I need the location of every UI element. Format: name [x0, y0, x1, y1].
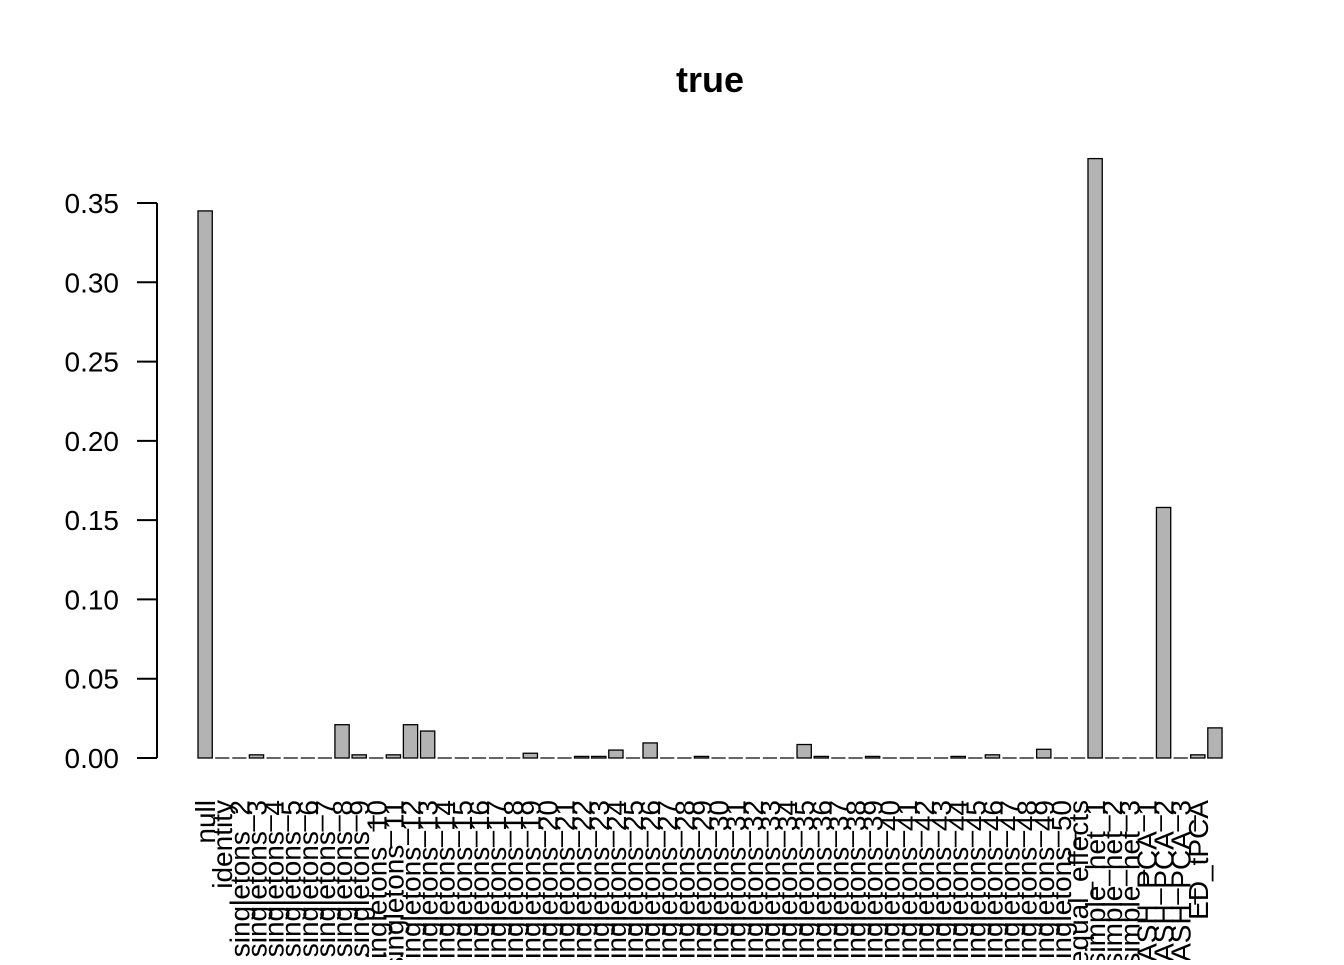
- x-category-label: singletons_3: [241, 800, 272, 957]
- x-category-label: singletons_7: [310, 800, 341, 957]
- x-category-label: singletons_4: [259, 800, 290, 957]
- x-category-label: singletons_35: [789, 800, 820, 960]
- x-category-label: singletons_23: [584, 800, 615, 960]
- y-tick-label: 0.30: [65, 267, 120, 298]
- x-category-label: singletons_42: [909, 800, 940, 960]
- x-category-label: singletons_18: [498, 800, 529, 960]
- category-labels: nullidentitysingletons_2singletons_3sing…: [190, 800, 1214, 965]
- x-category-label: singletons_15: [447, 800, 478, 960]
- bar: [950, 755, 966, 759]
- x-category-label: singletons_36: [806, 800, 837, 960]
- bar: [608, 749, 624, 759]
- x-category-label: singletons_31: [721, 800, 752, 960]
- x-category-label: singletons_43: [926, 800, 957, 960]
- y-tick-label: 0.20: [65, 426, 120, 457]
- x-category-label: singletons_40: [875, 800, 906, 960]
- bar: [334, 724, 350, 759]
- x-category-label: FLASH_PCA_2: [1149, 800, 1180, 960]
- x-category-label: FLASH_PCA_1: [1131, 800, 1162, 960]
- x-category-label: singletons_14: [430, 800, 461, 960]
- bar: [590, 755, 607, 759]
- x-category-label: singletons_17: [481, 800, 512, 960]
- x-category-label: singletons_44: [943, 800, 974, 960]
- bar: [197, 210, 213, 759]
- x-category-label: null: [190, 800, 221, 844]
- bars-group: [197, 157, 1223, 759]
- x-category-label: singletons_6: [293, 800, 324, 957]
- bar: [796, 743, 812, 759]
- x-category-label: singletons_13: [413, 800, 444, 960]
- bar: [1190, 754, 1206, 759]
- bar: [573, 755, 590, 759]
- x-category-label: singletons_28: [669, 800, 700, 960]
- y-axis: 0.00 0.05 0.10 0.15 0.20 0.25 0.30 0.35: [65, 188, 158, 774]
- x-category-label: simple_het_3: [1114, 800, 1145, 960]
- x-category-label: singletons_22: [567, 800, 598, 960]
- y-tick-label: 0.35: [65, 188, 120, 219]
- bar: [385, 754, 402, 759]
- bar: [248, 754, 265, 759]
- chart-title: true: [676, 59, 744, 100]
- x-category-label: singletons_39: [858, 800, 889, 960]
- x-category-label: simple_het_1: [1080, 800, 1111, 960]
- x-category-label: FLASH_PCA_3: [1166, 800, 1197, 960]
- x-category-label: equal_effects: [1063, 800, 1094, 960]
- x-category-label: singletons_2: [224, 800, 255, 957]
- x-category-label: singletons_30: [704, 800, 735, 960]
- bar: [522, 752, 539, 759]
- bar: [1155, 506, 1172, 759]
- x-category-label: singletons_45: [960, 800, 991, 960]
- bar: [1087, 157, 1103, 759]
- x-category-label: singletons_20: [532, 800, 563, 960]
- x-category-label: singletons_16: [464, 800, 495, 960]
- x-category-label: singletons_5: [276, 800, 307, 957]
- x-category-label: singletons_34: [772, 800, 803, 960]
- bar: [984, 754, 1001, 759]
- bar: [419, 730, 436, 759]
- x-category-label: singletons_49: [1029, 800, 1060, 960]
- x-category-label: singletons_29: [686, 800, 717, 960]
- x-category-label: singletons_33: [755, 800, 786, 960]
- bar: [351, 754, 367, 759]
- x-category-label: singletons_11: [378, 800, 409, 960]
- y-tick-label: 0.25: [65, 347, 120, 378]
- x-category-label: singletons_12: [396, 800, 427, 960]
- x-category-label: singletons_19: [515, 800, 546, 960]
- x-category-label: singletons_26: [635, 800, 666, 960]
- y-tick-label: 0.00: [65, 743, 120, 774]
- x-category-label: singletons_8: [327, 800, 358, 957]
- x-category-label: singletons_10: [361, 800, 392, 960]
- x-category-label: simple_het_2: [1097, 800, 1128, 960]
- bar: [1035, 748, 1052, 759]
- x-category-label: singletons_38: [841, 800, 872, 960]
- x-category-label: singletons_37: [823, 800, 854, 960]
- x-category-label: singletons_50: [1046, 800, 1077, 960]
- x-category-label: singletons_27: [652, 800, 683, 960]
- y-tick-label: 0.10: [65, 584, 120, 615]
- x-category-label: identity: [207, 800, 238, 889]
- y-tick-label: 0.15: [65, 505, 120, 536]
- x-category-label: singletons_32: [738, 800, 769, 960]
- x-category-label: singletons_25: [618, 800, 649, 960]
- bar: [864, 755, 881, 759]
- bar: [1207, 727, 1223, 759]
- x-category-label: singletons_46: [977, 800, 1008, 960]
- bar: [642, 742, 658, 759]
- bar: [813, 755, 830, 759]
- x-category-label: singletons_9: [344, 800, 375, 957]
- x-category-label: singletons_41: [892, 800, 923, 960]
- x-category-label: singletons_24: [601, 800, 632, 960]
- x-category-label: singletons_48: [1012, 800, 1043, 960]
- bar: [402, 724, 419, 759]
- y-tick-label: 0.05: [65, 664, 120, 695]
- x-category-label: singletons_47: [995, 800, 1026, 960]
- x-category-label: ED_tPCA: [1183, 800, 1214, 920]
- x-category-label: singletons_21: [550, 800, 581, 960]
- bar: [693, 755, 710, 759]
